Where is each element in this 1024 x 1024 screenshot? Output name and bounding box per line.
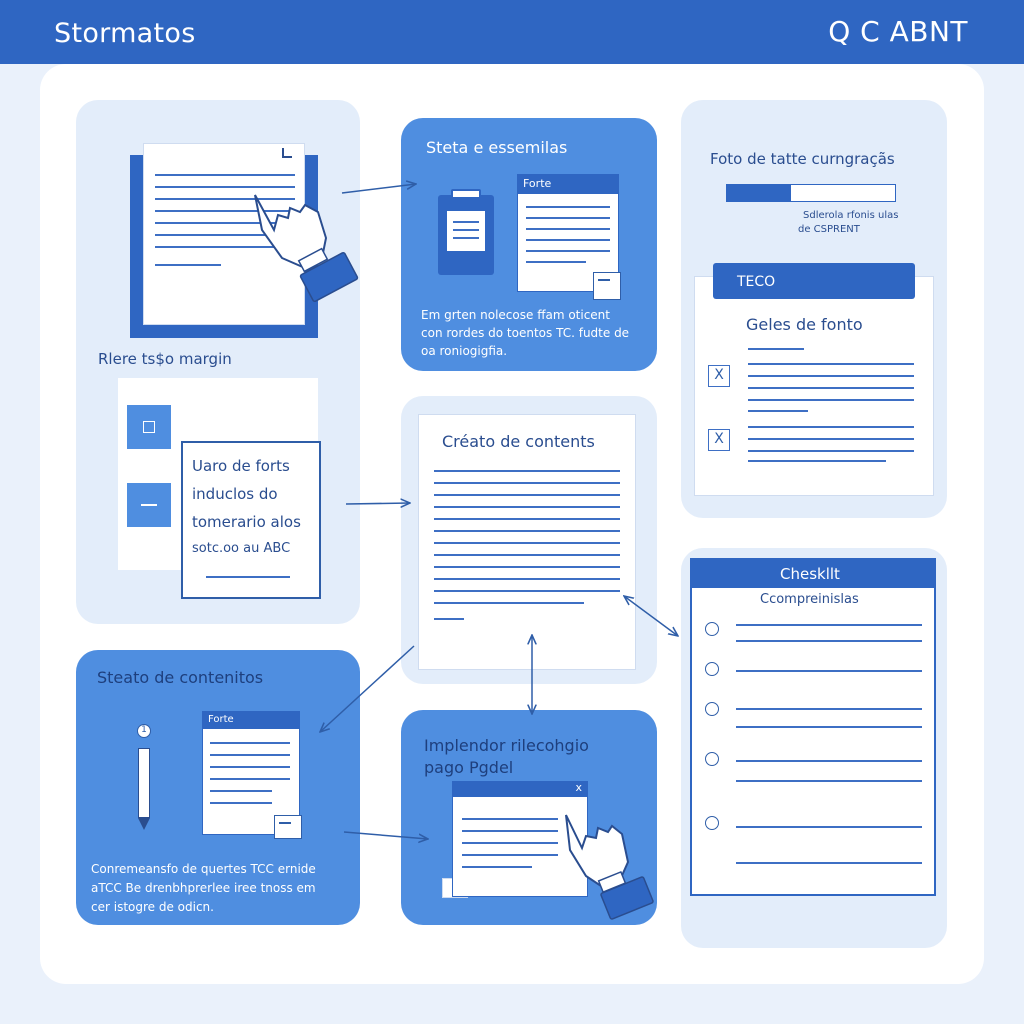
- font-progress-fill: [727, 185, 791, 201]
- font-caption-1: Sdlerola rfonis ulas: [803, 210, 899, 221]
- font-note-card: [181, 441, 321, 599]
- font-note-line-1: Uaro de forts: [192, 457, 290, 475]
- window-close-icon[interactable]: x: [575, 781, 582, 794]
- essentials-body-2: con rordes do toentos TC. fudte de: [421, 326, 630, 340]
- app-title: Stormatos: [54, 18, 196, 49]
- font-note-line-2: induclos do: [192, 485, 278, 503]
- create-title: Créato de contents: [442, 432, 595, 451]
- contents-body-1: Conremeansfo de quertes TCC ernide: [91, 862, 316, 876]
- note-icon: [593, 272, 621, 300]
- contents-doc-tag: Forte: [202, 711, 300, 729]
- minus-icon: [127, 483, 171, 527]
- font-tab[interactable]: TECO: [713, 263, 915, 299]
- checklist-header: [690, 558, 936, 588]
- contents-document: [202, 711, 300, 835]
- checklist-title: Cheskllt: [780, 565, 840, 583]
- checklist-check-icon: [705, 752, 719, 766]
- checklist-subtitle: Ccompreinislas: [760, 592, 859, 607]
- font-checkbox-2[interactable]: X: [708, 429, 730, 451]
- contents-body-2: aTCC Be drenbhprerlee iree tnoss em: [91, 881, 316, 895]
- font-note-line-4: sotc.oo au ABC: [192, 541, 291, 556]
- checklist-clock-icon: [705, 622, 719, 636]
- contents-body-3: cer istogre de odicn.: [91, 900, 214, 914]
- square-icon: [127, 405, 171, 449]
- checklist-check-icon: [705, 702, 719, 716]
- implement-title-2: pago Pgdel: [424, 758, 514, 777]
- essentials-body-3: oa roniogigfia.: [421, 344, 508, 358]
- font-note-underline: [206, 576, 290, 578]
- implement-window: [452, 781, 588, 897]
- font-progress-bar: [726, 184, 896, 202]
- clipboard-icon: [438, 189, 494, 275]
- note-icon-small: [274, 815, 302, 839]
- checklist-check-icon: [705, 662, 719, 676]
- font-card: [694, 276, 934, 496]
- font-panel-title: Foto de tatte curngraçãs: [710, 150, 895, 168]
- checklist-check-icon: [705, 816, 719, 830]
- essentials-body-1: Em grten nolecose ffam oticent: [421, 308, 610, 322]
- top-bar: Stormatos Q C ABNT: [0, 0, 1024, 64]
- implement-title-1: Implendor rilecohgio: [424, 736, 589, 755]
- essentials-doc-tag: Forte: [517, 174, 619, 194]
- font-tab-label: TECO: [737, 274, 776, 290]
- font-card-subtitle: Geles de fonto: [746, 315, 863, 334]
- essentials-title: Steta e essemilas: [426, 138, 568, 157]
- font-caption-2: de CSPRENT: [798, 224, 860, 235]
- contents-title: Steato de contenitos: [97, 668, 264, 687]
- margin-label: Rlere ts$o margin: [98, 350, 232, 368]
- implement-window-titlebar: x: [452, 781, 588, 797]
- font-checkbox-1[interactable]: X: [708, 365, 730, 387]
- font-note-line-3: tomerario alos: [192, 513, 301, 531]
- header-right-title: Q C ABNT: [828, 15, 968, 48]
